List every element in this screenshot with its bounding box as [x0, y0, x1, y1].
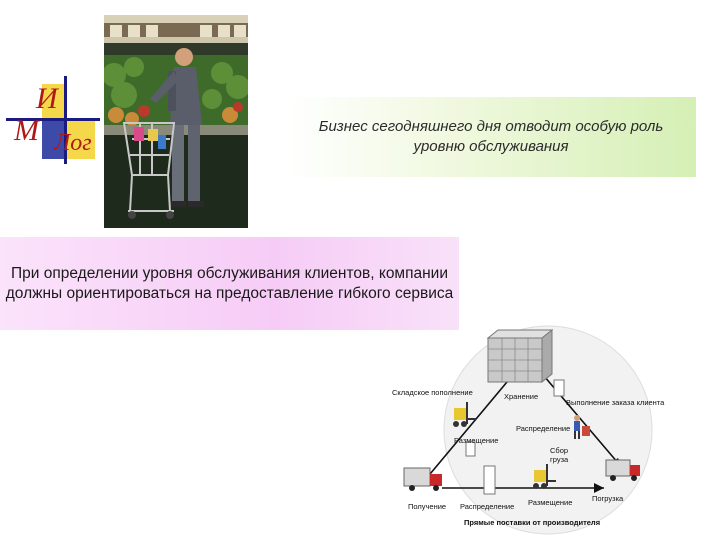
- label-direct-deliveries: Прямые поставки от производителя: [464, 518, 601, 527]
- label-loading: Погрузка: [592, 494, 624, 503]
- worker-icon: [574, 415, 590, 439]
- business-statement-box: Бизнес сегодняшнего дня отводит особую р…: [286, 97, 696, 177]
- label-storage: Хранение: [504, 392, 539, 401]
- business-statement-text: Бизнес сегодняшнего дня отводит особую р…: [318, 118, 664, 155]
- label-receiving: Получение: [408, 502, 447, 511]
- label-picking-2: груза: [550, 455, 569, 464]
- logo: И М Лог: [2, 76, 100, 166]
- clipboard-icon-bottom: [483, 465, 496, 495]
- label-placement-bottom: Размещение: [528, 498, 573, 507]
- logistics-cycle-graphic: [403, 325, 653, 535]
- logistics-cycle-diagram: Складское пополнение Хранение Выполнение…: [384, 322, 684, 537]
- label-picking-1: Сбор: [550, 446, 569, 455]
- logo-yellow-square-right: [67, 121, 95, 159]
- clipboard-icon-middle: [465, 441, 476, 457]
- label-distribution-bottom: Распределение: [460, 502, 515, 511]
- label-warehouse-replenishment: Складское пополнение: [392, 388, 473, 397]
- warehouse-racks-icon: [486, 328, 554, 384]
- shopper-photo-icon: [104, 15, 248, 228]
- service-level-text: При определении уровня обслуживания клие…: [5, 264, 454, 302]
- truck-icon-left: [403, 467, 442, 491]
- logo-letter-log: Лог: [54, 130, 92, 156]
- clipboard-icon-top: [553, 379, 565, 397]
- label-order-fulfillment: Выполнение заказа клиента: [566, 398, 665, 407]
- logo-yellow-square: [42, 84, 64, 118]
- label-distribution-top: Распределение: [516, 424, 571, 433]
- label-placement-left: Размещение: [454, 436, 499, 445]
- truck-icon-right: [605, 459, 640, 481]
- shopper-photo: [104, 15, 248, 228]
- logo-letter-m: М: [14, 114, 39, 147]
- forklift-icon-bottom: [533, 464, 556, 489]
- service-level-box: При определении уровня обслуживания клие…: [0, 237, 459, 330]
- logo-horizontal-line: [6, 118, 100, 121]
- forklift-icon-left: [453, 402, 476, 427]
- logo-blue-square: [42, 121, 64, 159]
- logo-letter-i: И: [36, 82, 58, 115]
